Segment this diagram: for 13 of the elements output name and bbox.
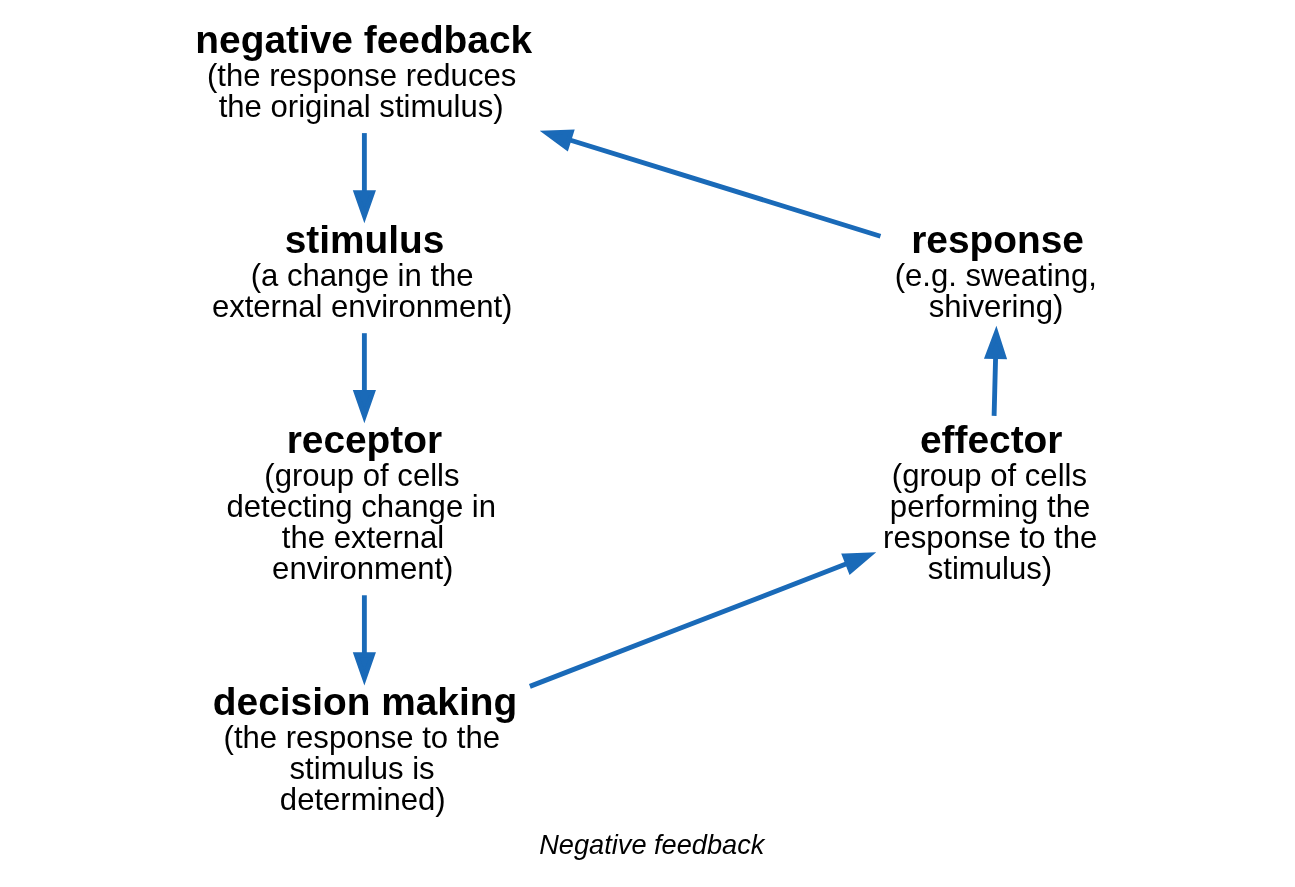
node-text: receptor (group of cells detecting change in the external environment) [225, 418, 496, 587]
arrow [539, 129, 881, 239]
node-text: response (e.g. sweating, shivering) [894, 218, 1097, 324]
arrow [528, 552, 876, 689]
caption: Negative feedback [538, 828, 764, 860]
node-text: decision making (the response to the stimulus is determined) [212, 680, 517, 818]
node-text: stimulus (a change in the external environment) [211, 218, 512, 324]
node-text: effector (group of cells performing the response to the stimulus) [882, 418, 1097, 587]
arrow [352, 333, 376, 424]
arrow [983, 325, 1007, 416]
node-text: negative feedback (the response reduces the original stimulus) [194, 18, 532, 124]
arrow [352, 133, 376, 224]
arrow [352, 595, 376, 686]
